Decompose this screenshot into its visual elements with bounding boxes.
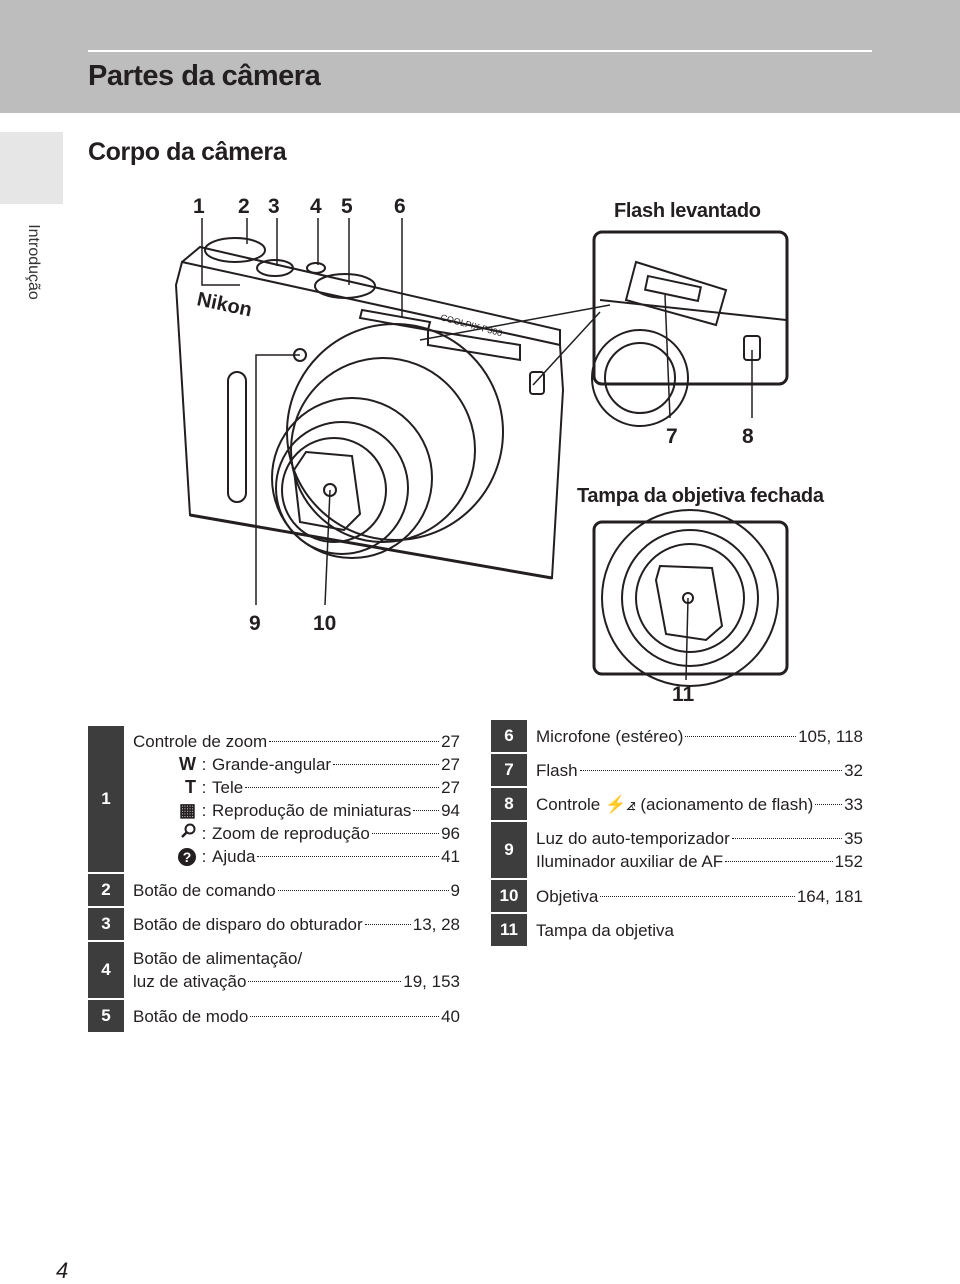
- row-key: 9: [491, 820, 527, 879]
- table-row: 9 Luz do auto-temporizador 35 Iluminador …: [491, 820, 863, 879]
- page-title: Partes da câmera: [88, 60, 321, 92]
- mode-dial: [314, 273, 376, 299]
- flash-raised-inset: [591, 230, 789, 427]
- entry-page: 94: [441, 801, 460, 820]
- row-key: 5: [88, 998, 124, 1032]
- row-key: 6: [491, 720, 527, 753]
- callout-5: 5: [341, 195, 353, 218]
- callout-7: 7: [666, 425, 678, 448]
- entry-label: Objetiva: [536, 886, 599, 906]
- wide-angle-icon: W: [179, 754, 196, 774]
- callout-9: 9: [249, 612, 261, 635]
- entry-page: 27: [441, 732, 460, 751]
- lens-ring-outer: [286, 323, 504, 541]
- entry-label: Tampa da objetiva: [536, 920, 674, 940]
- entry-label: Luz do auto-temporizador: [536, 829, 730, 848]
- flash-control: [529, 371, 545, 395]
- table-row: 3 Botão de disparo do obturador 13, 28: [88, 906, 460, 941]
- entry-label: Zoom de reprodução: [212, 824, 370, 843]
- table-row: 7 Flash 32: [491, 752, 863, 787]
- entry-label: Ajuda: [212, 847, 256, 866]
- help-icon: ?: [133, 845, 196, 868]
- entry-label: Botão de disparo do obturador: [133, 914, 363, 934]
- entry-page: 152: [834, 852, 863, 871]
- row-key: 3: [88, 906, 124, 941]
- entry-label: Controle ⚡⦨ (acionamento de flash): [536, 794, 814, 814]
- camera-top-edge: [181, 245, 561, 345]
- row-key: 7: [491, 752, 527, 787]
- header-rule: [88, 50, 872, 52]
- zoom-dial: [204, 237, 266, 263]
- table-row: 6 Microfone (estéreo) 105, 118: [491, 720, 863, 753]
- table-row: 4 Botão de alimentação/ luz de ativação 1…: [88, 940, 460, 999]
- header-band: Partes da câmera: [0, 0, 960, 113]
- side-tab: [0, 132, 63, 204]
- callout-11: 11: [672, 683, 695, 706]
- callout-8: 8: [742, 425, 754, 448]
- callout-3: 3: [268, 195, 280, 218]
- page-number: 4: [56, 1258, 69, 1283]
- entry-label: Flash: [536, 760, 578, 780]
- row-key: 10: [491, 878, 527, 913]
- shutter-button: [256, 259, 294, 277]
- entry-label: Botão de alimentação/: [133, 949, 303, 968]
- table-row: 10 Objetiva 164, 181: [491, 878, 863, 913]
- row-key: 1: [88, 726, 124, 873]
- flash-housing: [427, 328, 521, 362]
- raised-flash: [624, 260, 728, 327]
- table-row: 2 Botão de comando 9: [88, 872, 460, 907]
- thumbnail-icon: ▦: [178, 800, 196, 820]
- grip: [227, 371, 247, 503]
- callout-2: 2: [238, 195, 250, 218]
- entry-label: Iluminador auxiliar de AF: [536, 852, 724, 871]
- entry-page: 33: [844, 794, 863, 814]
- entry-page: 27: [441, 755, 460, 774]
- entry-label: luz de ativação: [133, 972, 247, 991]
- entry-page: 32: [844, 760, 863, 780]
- entry-label: Controle de zoom: [133, 732, 268, 751]
- entry-page: 105, 118: [798, 726, 863, 746]
- callout-4: 4: [310, 195, 322, 218]
- entry-label: Botão de modo: [133, 1006, 249, 1026]
- entry-page: 35: [844, 829, 863, 848]
- flash-raised-label: Flash levantado: [614, 200, 761, 222]
- callout-1: 1: [193, 195, 205, 218]
- row-key: 11: [491, 912, 527, 946]
- entry-page: 27: [441, 778, 460, 797]
- lens-cover-closed-label: Tampa da objetiva fechada: [577, 485, 824, 507]
- lens-cover-inset: [592, 509, 789, 687]
- table-row: 11 Tampa da objetiva: [491, 912, 863, 946]
- entry-label: Microfone (estéreo): [536, 726, 684, 746]
- lens-shutter-hex: [292, 450, 362, 532]
- entry-label: Reprodução de miniaturas: [212, 801, 412, 820]
- row-key: 4: [88, 940, 124, 999]
- entry-page: 41: [441, 847, 460, 866]
- table-row: 5 Botão de modo 40: [88, 998, 460, 1032]
- section-title: Corpo da câmera: [88, 138, 287, 166]
- row-key: 2: [88, 872, 124, 907]
- callout-10: 10: [313, 612, 337, 635]
- callout-6: 6: [394, 195, 406, 218]
- entry-page: 40: [441, 1006, 460, 1026]
- entry-page: 19, 153: [403, 972, 460, 991]
- power-button: [306, 262, 326, 274]
- magnifier-icon: [133, 822, 196, 845]
- entry-page: 164, 181: [796, 886, 863, 906]
- camera-illustration: Nikon COOLPIX P300: [174, 218, 789, 687]
- row-key: 8: [491, 786, 527, 821]
- entry-label: Tele: [212, 778, 244, 797]
- tele-icon: T: [185, 777, 196, 797]
- entry-page: 9: [450, 880, 460, 900]
- entry-page: 96: [441, 824, 460, 843]
- entry-label: Botão de comando: [133, 880, 276, 900]
- entry-page: 13, 28: [412, 914, 460, 934]
- table-row: 8 Controle ⚡⦨ (acionamento de flash) 33: [491, 786, 863, 821]
- entry-label: Grande-angular: [212, 755, 332, 774]
- camera-brand-text: Nikon: [195, 288, 254, 321]
